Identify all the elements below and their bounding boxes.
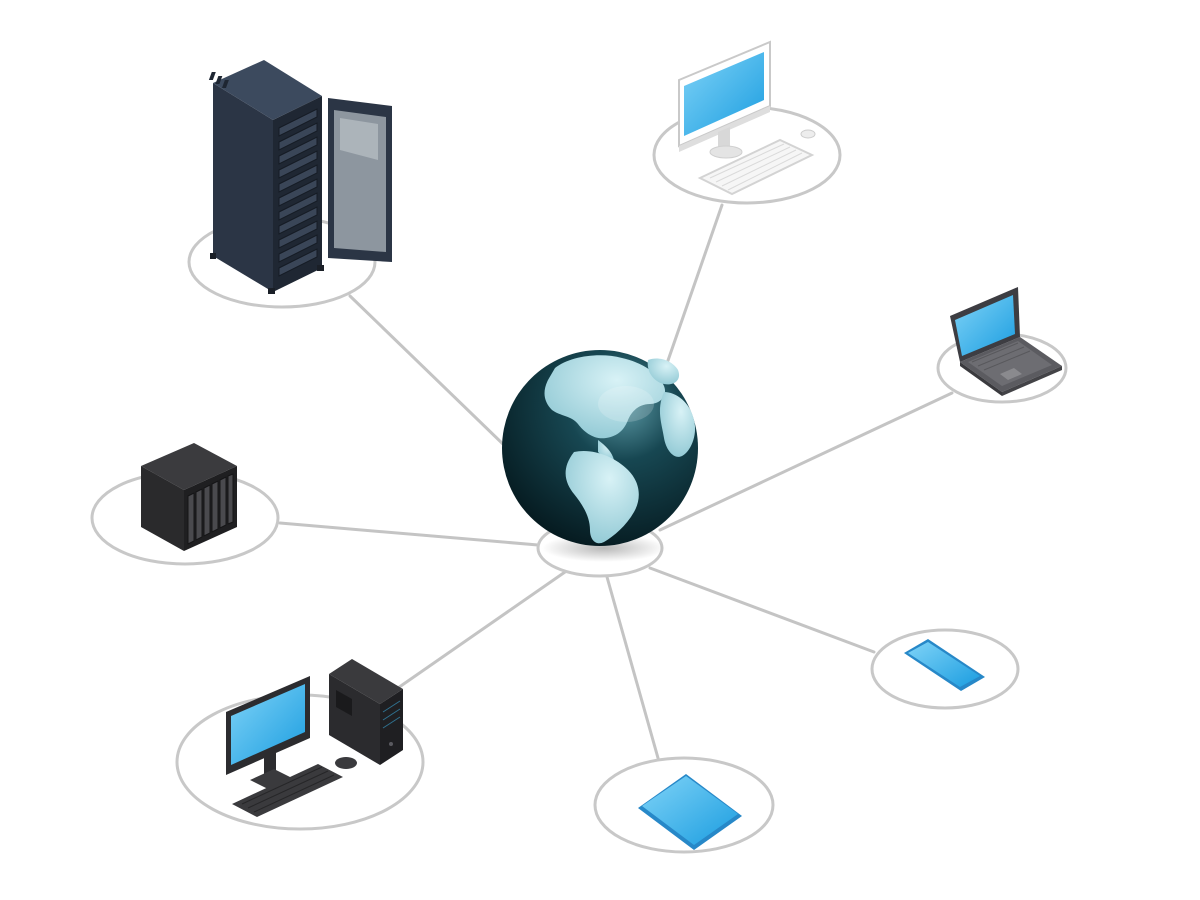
connector-nas [278,521,540,547]
server-rack-icon [208,60,392,294]
laptop-icon [950,287,1062,396]
desktop-tower-pc-icon [226,659,403,817]
connector-tablet [605,575,660,760]
connector-phone [648,566,876,654]
connector-desktop-monitor [662,203,724,374]
globe-icon [502,350,698,562]
nas-storage-icon [141,443,237,551]
desktop-monitor-keyboard-icon [678,40,816,196]
connector-lines [278,203,954,760]
connector-laptop [658,391,954,532]
connector-server-rack [348,294,507,448]
smartphone-icon [904,639,985,691]
tablet-icon [638,774,742,850]
connector-desktop-tower [393,570,567,692]
